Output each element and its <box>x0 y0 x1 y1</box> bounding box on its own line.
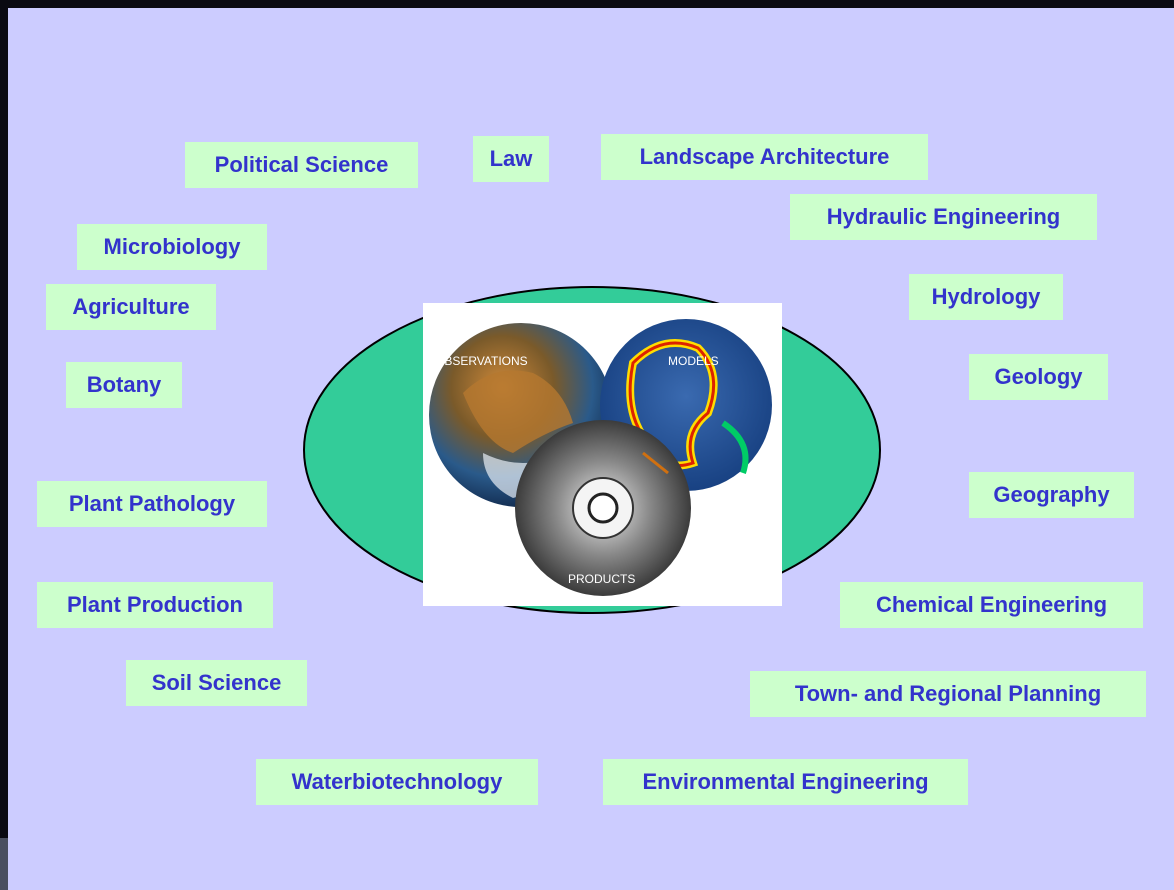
topic-landscape-architecture: Landscape Architecture <box>601 134 928 180</box>
topic-hydraulic-engineering: Hydraulic Engineering <box>790 194 1097 240</box>
topic-agriculture: Agriculture <box>46 284 216 330</box>
products-disc: PRODUCTS <box>515 420 691 596</box>
window-corner <box>0 838 8 890</box>
topic-microbiology: Microbiology <box>77 224 267 270</box>
products-label: PRODUCTS <box>568 572 635 586</box>
topic-law: Law <box>473 136 549 182</box>
topic-hydrology: Hydrology <box>909 274 1063 320</box>
topic-geography: Geography <box>969 472 1134 518</box>
topic-environmental-engineering: Environmental Engineering <box>603 759 968 805</box>
topic-geology: Geology <box>969 354 1108 400</box>
topic-political-science: Political Science <box>185 142 418 188</box>
topic-soil-science: Soil Science <box>126 660 307 706</box>
center-image: OBSERVATIONS MODELS PRODUCTS <box>423 303 782 606</box>
models-label: MODELS <box>668 354 719 368</box>
topic-botany: Botany <box>66 362 182 408</box>
topic-town-regional-planning: Town- and Regional Planning <box>750 671 1146 717</box>
topic-chemical-engineering: Chemical Engineering <box>840 582 1143 628</box>
topic-waterbiotechnology: Waterbiotechnology <box>256 759 538 805</box>
observations-label: OBSERVATIONS <box>435 354 528 368</box>
topic-plant-production: Plant Production <box>37 582 273 628</box>
topic-plant-pathology: Plant Pathology <box>37 481 267 527</box>
